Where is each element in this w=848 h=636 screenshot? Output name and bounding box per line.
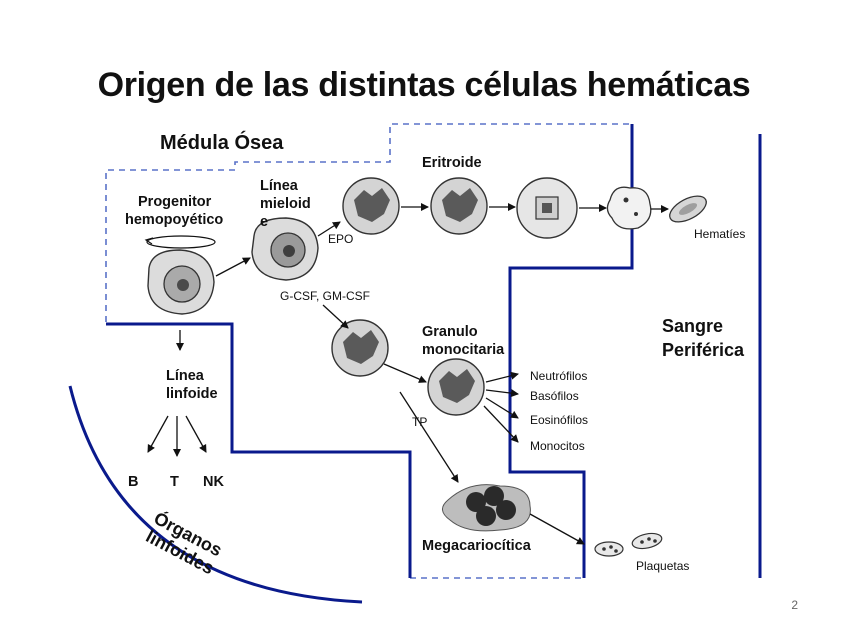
label-linea-linfoide-1: Línea bbox=[166, 368, 204, 384]
label-hemopoyetico: hemopoyético bbox=[125, 212, 224, 228]
organos-linfoides-arc bbox=[68, 385, 363, 604]
label-tp: TP bbox=[412, 415, 428, 429]
eritroide-cell-3 bbox=[516, 177, 578, 239]
medula-dashed-boundary bbox=[105, 123, 632, 322]
label-granulo-1: Granulo bbox=[422, 324, 478, 340]
label-linea-mieloide-1: Línea bbox=[260, 178, 298, 194]
label-monocitos: Monocitos bbox=[530, 439, 585, 453]
label-epo: EPO bbox=[328, 232, 354, 246]
eritroide-cell-2 bbox=[430, 177, 488, 235]
arrow-monocitos bbox=[483, 405, 519, 443]
progenitor-cell bbox=[147, 249, 215, 315]
megacariocito-cell bbox=[442, 484, 531, 532]
arrow-eosinofilos bbox=[485, 397, 519, 419]
hematie-cell bbox=[669, 195, 707, 223]
arrow-megacario-plaquetas bbox=[529, 513, 585, 545]
arrow-neutrofilos bbox=[485, 371, 519, 383]
label-t: T bbox=[170, 474, 179, 490]
page-number: 2 bbox=[791, 598, 798, 612]
arrow-tp-megacario bbox=[399, 391, 459, 483]
label-neutrofilos: Neutrófilos bbox=[530, 369, 588, 383]
arrow-progenitor-mieloide bbox=[215, 257, 251, 277]
label-sangre-1: Sangre bbox=[662, 316, 724, 336]
label-linea-mieloide-2: mieloid bbox=[260, 196, 311, 212]
slide-title: Origen de las distintas células hemática… bbox=[97, 66, 751, 104]
label-hematies: Hematíes bbox=[694, 227, 746, 241]
arrow-linfoide-nk bbox=[185, 415, 207, 453]
arrow-mieloide-granulo bbox=[322, 304, 349, 329]
arrow-linfoide-b bbox=[147, 415, 169, 453]
self-renewal-loop bbox=[146, 235, 216, 249]
label-gcsf: G-CSF, GM-CSF bbox=[280, 289, 370, 303]
arrow-basofilos bbox=[485, 389, 519, 398]
label-b: B bbox=[128, 474, 139, 490]
label-basofilos: Basófilos bbox=[530, 389, 579, 403]
eritroide-cell-1 bbox=[342, 177, 400, 235]
arrow-mieloide-eritroide bbox=[317, 221, 341, 237]
label-eosinofilos: Eosinófilos bbox=[530, 413, 589, 427]
label-sangre-2: Periférica bbox=[662, 340, 745, 360]
medula-solid-boundary bbox=[106, 124, 634, 578]
label-linea-mieloide-3: e bbox=[260, 214, 269, 230]
label-nk: NK bbox=[203, 474, 224, 490]
granulo-cell-1 bbox=[331, 319, 389, 377]
reticulocito-cell bbox=[606, 186, 652, 230]
label-progenitor: Progenitor bbox=[138, 194, 212, 210]
plaqueta-2 bbox=[631, 532, 663, 550]
label-linea-linfoide-2: linfoide bbox=[166, 386, 218, 402]
label-granulo-2: monocitaria bbox=[422, 342, 505, 358]
label-medula-osea: Médula Ósea bbox=[160, 132, 284, 154]
label-plaquetas: Plaquetas bbox=[636, 559, 690, 573]
plaqueta-1 bbox=[594, 541, 624, 557]
mieloide-cell bbox=[251, 217, 319, 281]
label-megacariocitica: Megacariocítica bbox=[422, 538, 531, 554]
label-eritroide: Eritroide bbox=[422, 155, 482, 171]
arrow-granulo-1-2 bbox=[383, 363, 427, 383]
granulo-cell-2 bbox=[427, 358, 485, 416]
